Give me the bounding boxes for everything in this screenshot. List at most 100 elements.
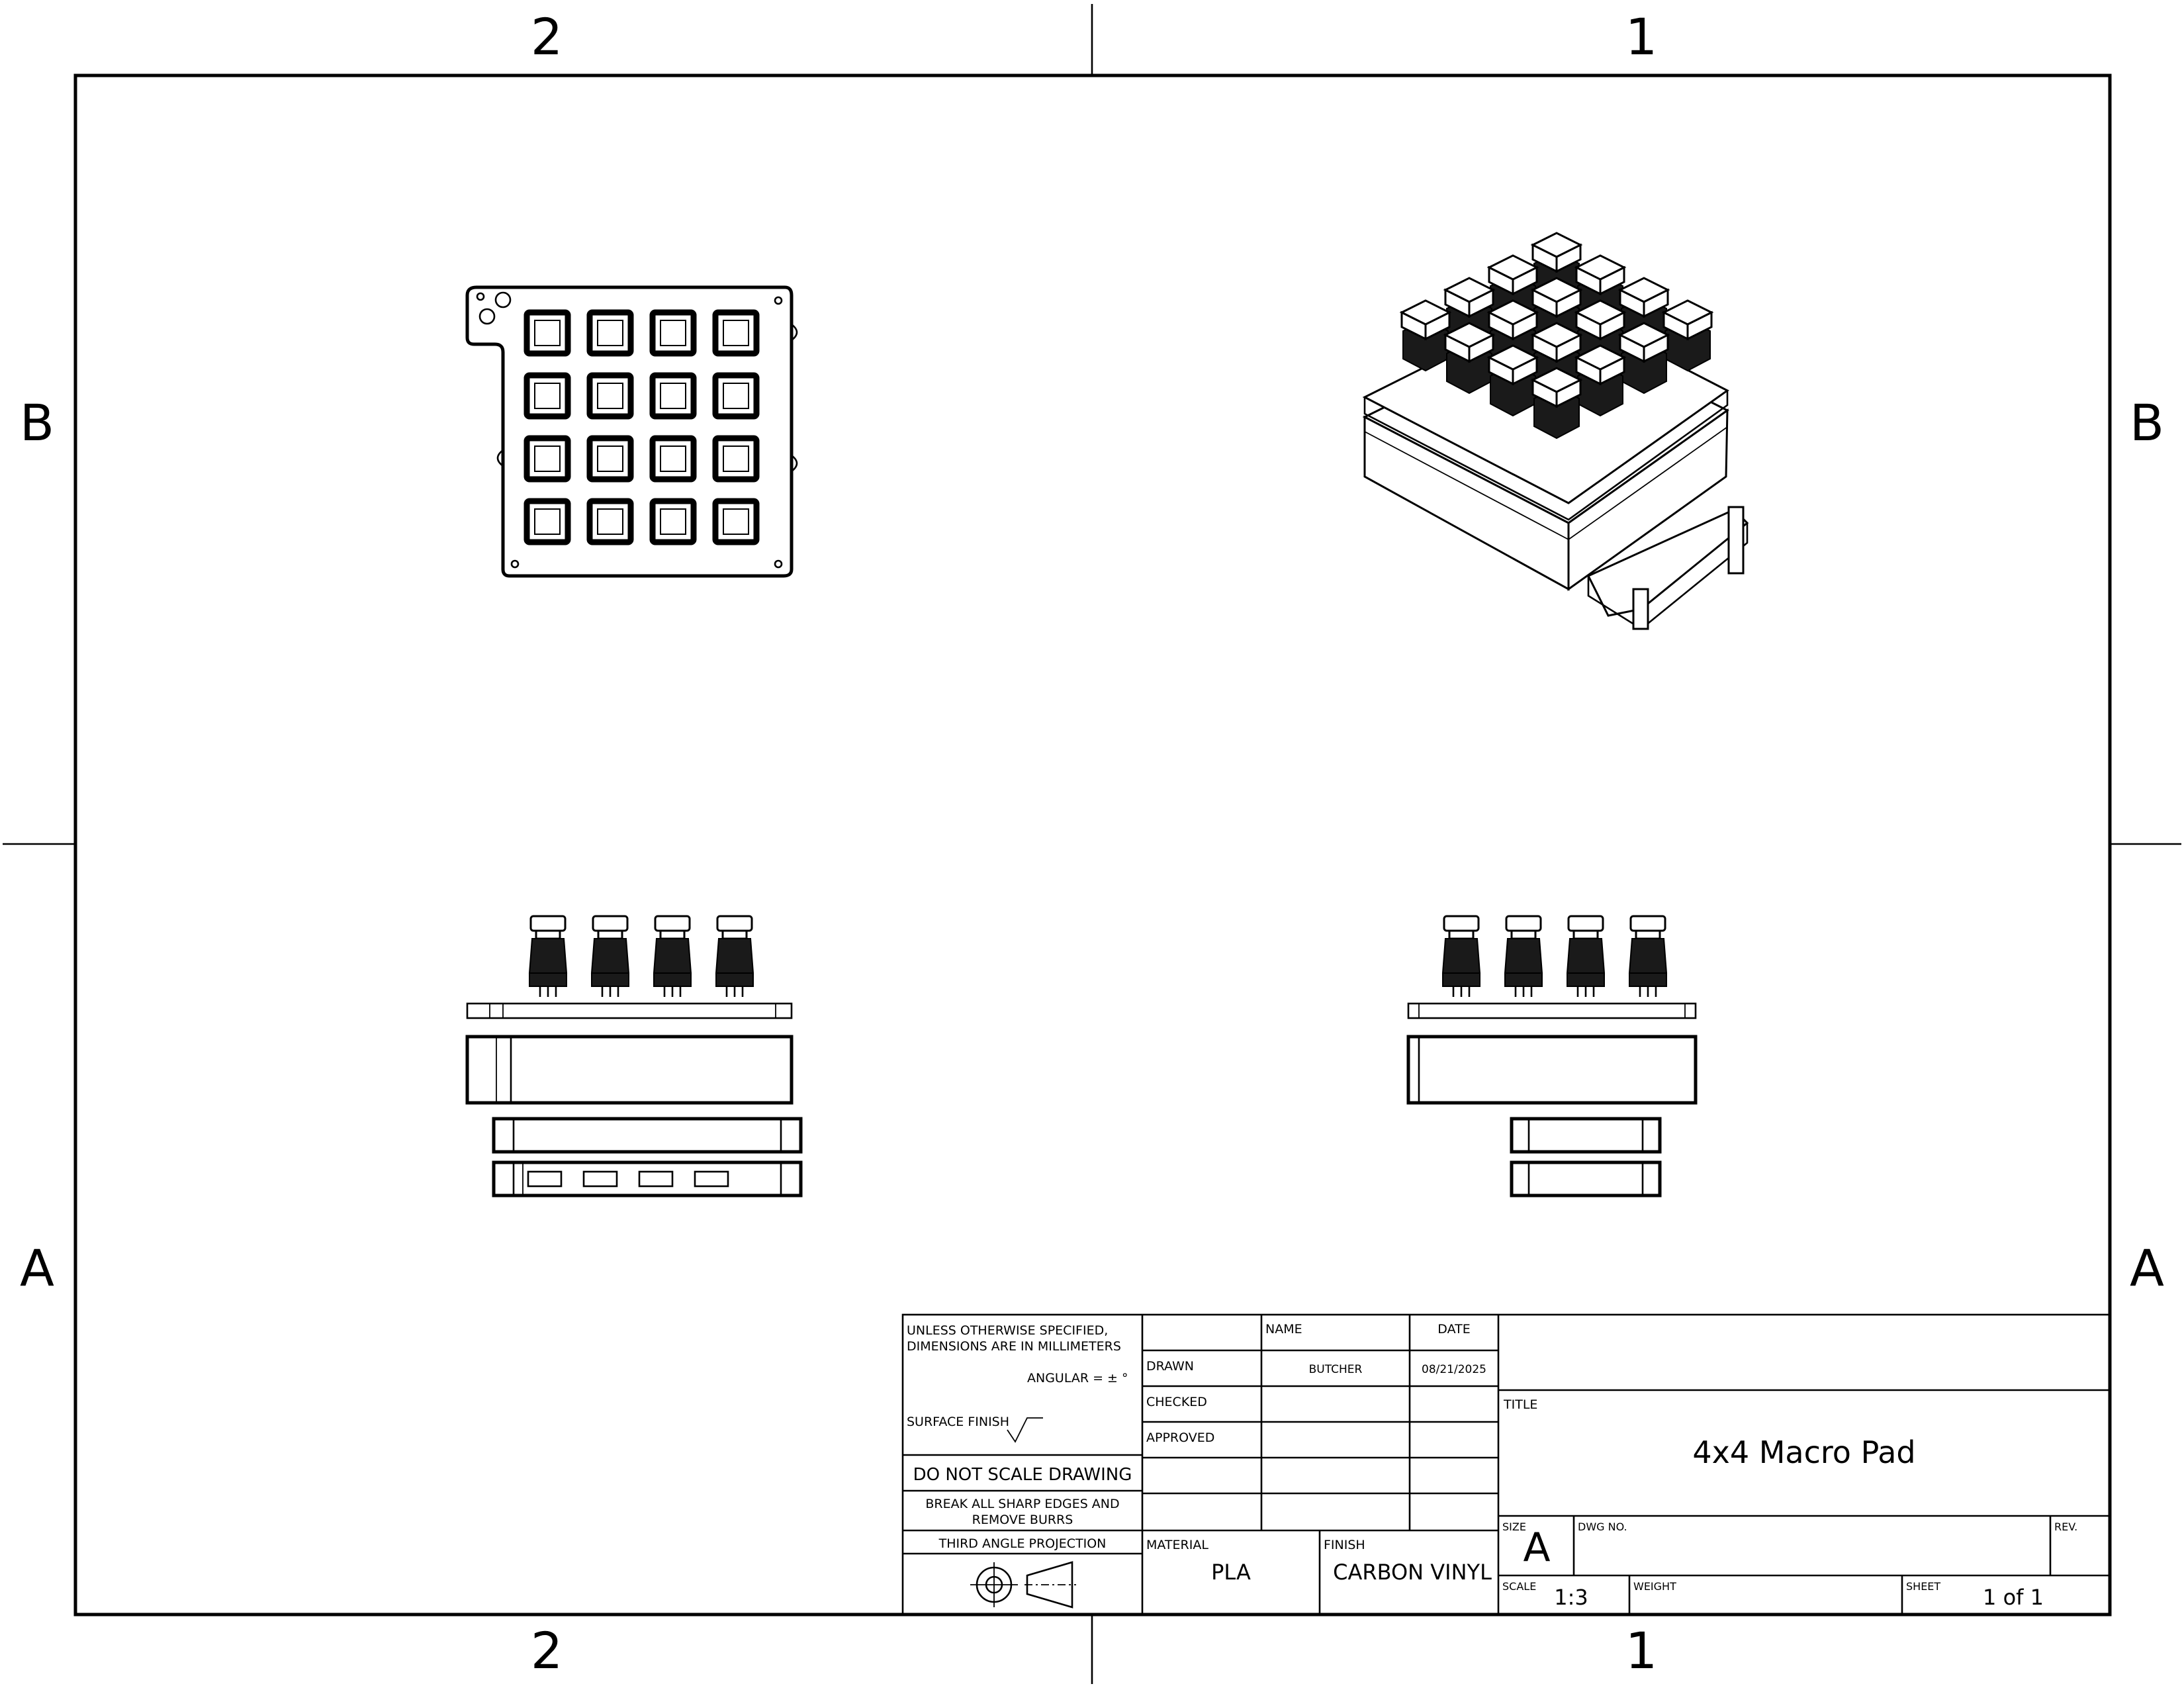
top-view-tab [791, 454, 798, 473]
front-view-switch-body [590, 938, 630, 974]
front-view-plate [466, 1002, 793, 1019]
front-view-keycap [529, 915, 567, 932]
top-view-switch-cutout [649, 498, 697, 545]
front-view-case [465, 1035, 794, 1105]
iso-keycap-top [1443, 277, 1496, 303]
top-view-switch-hole [723, 320, 749, 346]
top-view-switch-cutout [523, 498, 571, 545]
iso-keycap-top [1574, 299, 1627, 326]
front-view-switch-base [653, 972, 692, 987]
front-view-switch-body [653, 938, 692, 974]
front-view-switch-body [715, 938, 754, 974]
top-view-hole [478, 308, 496, 325]
side-view-keycap-stem [1572, 929, 1599, 940]
side-view-case [1406, 1035, 1698, 1105]
iso-standoff [1727, 506, 1745, 575]
front-view-keycap-stem [721, 929, 748, 940]
front-view [465, 915, 803, 1197]
top-view-switch-hole [723, 383, 749, 409]
iso-bottom-plate [1586, 508, 1749, 617]
side-view-keycap-stem [1510, 929, 1537, 940]
top-view-switch-hole [597, 320, 623, 346]
zone-row-left-top: B [20, 393, 54, 452]
side-view-keycap-stem [1635, 929, 1661, 940]
drawn-label: DRAWN [1146, 1359, 1194, 1374]
iso-keycap-top [1574, 344, 1627, 371]
top-view-switch-cutout [712, 435, 760, 483]
zone-row-right-bottom: A [2130, 1239, 2164, 1297]
top-view-switch-hole [597, 508, 623, 535]
top-view-screw [476, 292, 485, 301]
front-view-keycap-stem [535, 929, 561, 940]
side-view-switch-body [1566, 938, 1606, 974]
zone-row-left-bottom: A [20, 1239, 54, 1297]
side-view-plate [1407, 1002, 1697, 1019]
front-view-port-slot [638, 1170, 674, 1188]
side-view-switch-base [1442, 972, 1480, 987]
checked-label: CHECKED [1146, 1395, 1207, 1409]
front-view-keycap-stem [597, 929, 623, 940]
top-view-switch-hole [597, 445, 623, 472]
top-view-switch-cutout [586, 435, 634, 483]
iso-keycap-top [1486, 344, 1539, 371]
top-view-switch-cutout [523, 372, 571, 420]
dwg-no-label: DWG NO. [1578, 1521, 1627, 1533]
front-view-ports [527, 1170, 729, 1188]
front-view-port-slot [694, 1170, 729, 1188]
iso-keycap-top [1443, 322, 1496, 348]
drawn-name: BUTCHER [1309, 1363, 1363, 1376]
drawn-date: 08/21/2025 [1422, 1363, 1486, 1376]
tolerance-note: UNLESS OTHERWISE SPECIFIED, [907, 1323, 1108, 1338]
top-view-screw [774, 559, 783, 569]
front-view-lower-plate [492, 1117, 803, 1154]
title-label: TITLE [1503, 1397, 1537, 1412]
top-view [465, 285, 798, 578]
tolerance-note: DIMENSIONS ARE IN MILLIMETERS [907, 1339, 1121, 1354]
top-view-key-grid [523, 309, 760, 545]
front-view-keycap [592, 915, 629, 932]
front-view-keycap [654, 915, 691, 932]
rev-label: REV. [2054, 1521, 2077, 1533]
sheet-label: SHEET [1906, 1580, 1940, 1593]
front-view-keycap-stem [659, 929, 686, 940]
name-header: NAME [1265, 1322, 1302, 1336]
top-view-switch-cutout [586, 372, 634, 420]
top-view-screw [510, 559, 520, 569]
third-angle-projection-icon [970, 1561, 1076, 1609]
front-view-bottom-plate [492, 1160, 803, 1197]
front-view-switches [528, 915, 754, 997]
title-block-frame [901, 1313, 2111, 1616]
do-not-scale-note: DO NOT SCALE DRAWING [913, 1465, 1132, 1485]
side-view-bottom-plate [1510, 1160, 1662, 1197]
scale-label: SCALE [1502, 1580, 1536, 1593]
top-view-switch-hole [534, 320, 561, 346]
zone-col-bottom-right: 1 [1625, 1621, 1657, 1680]
side-view-switch-base [1629, 972, 1667, 987]
weight-label: WEIGHT [1633, 1580, 1676, 1593]
top-view-switch-hole [723, 445, 749, 472]
top-view-switch-hole [534, 445, 561, 472]
side-view-keycap [1567, 915, 1604, 932]
top-view-switch-cutout [649, 309, 697, 357]
top-view-switch-cutout [649, 372, 697, 420]
iso-keycap-top [1486, 254, 1539, 281]
iso-keycap-top [1486, 299, 1539, 326]
side-view-keycap-stem [1448, 929, 1475, 940]
top-view-switch-hole [660, 445, 686, 472]
top-view-switch-hole [660, 320, 686, 346]
material-value: PLA [1211, 1560, 1251, 1585]
top-view-switch-hole [534, 508, 561, 535]
top-view-switch-cutout [523, 435, 571, 483]
iso-case-seam [1364, 431, 1569, 540]
front-view-switch-base [715, 972, 754, 987]
top-view-hole [494, 291, 512, 308]
top-view-plate-outline [465, 285, 794, 578]
top-view-tab [791, 323, 798, 342]
size-label: SIZE [1502, 1521, 1526, 1533]
iso-keycap-top [1399, 299, 1452, 326]
break-edges-note: BREAK ALL SHARP EDGES AND [925, 1497, 1119, 1511]
iso-case-seam [1568, 426, 1728, 540]
front-view-keycap [716, 915, 753, 932]
iso-plate-edge [1363, 391, 1729, 521]
